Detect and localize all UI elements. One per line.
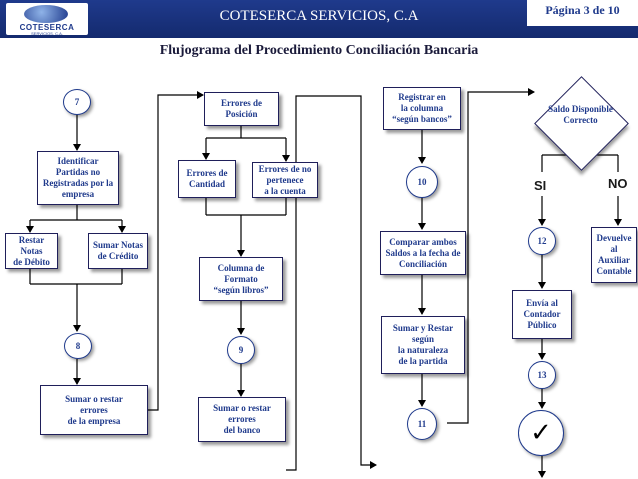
page-title: Flujograma del Procedimiento Conciliació… bbox=[159, 43, 479, 58]
connector-7: 7 bbox=[63, 89, 91, 115]
label-no: NO bbox=[608, 176, 628, 191]
box-devuelve-auxiliar: Devuelve al Auxiliar Contable bbox=[591, 227, 637, 283]
arrow-col2-to-col3 bbox=[286, 95, 377, 471]
box-restar-notas-debito: Restar Notas de Débito bbox=[5, 233, 58, 269]
decision-label: Saldo Disponible Correcto bbox=[548, 104, 613, 125]
box-comparar-saldos: Comparar ambos Saldos a la fecha de Conc… bbox=[380, 231, 466, 275]
arrow-col3-to-col4 bbox=[447, 88, 535, 424]
box-columna-formato: Columna de Formato “según libros” bbox=[199, 257, 283, 301]
check-icon: ✓ bbox=[518, 410, 564, 456]
box-errores-no-pertenece: Errores de no pertenece a la cuenta bbox=[252, 162, 318, 198]
connector-11: 11 bbox=[407, 408, 437, 440]
connector-10: 10 bbox=[406, 166, 438, 198]
connector-13: 13 bbox=[528, 361, 556, 389]
logo-subtext: SERVICIOS, C.A. bbox=[31, 31, 63, 36]
box-errores-cantidad: Errores de Cantidad bbox=[178, 160, 236, 198]
logo-text: COTESERCA bbox=[19, 23, 75, 32]
globe-icon bbox=[24, 5, 68, 23]
box-sumar-restar-errores-banco: Sumar o restar errores del banco bbox=[198, 397, 286, 442]
connector-9: 9 bbox=[227, 336, 255, 364]
header-bar: COTESERCA SERVICIOS, C.A. COTESERCA SERV… bbox=[0, 0, 638, 38]
box-identificar-partidas: Identificar Partidas no Registradas por … bbox=[37, 151, 119, 205]
label-si: SI bbox=[534, 178, 547, 193]
box-sumar-notas-credito: Sumar Notas de Crédito bbox=[88, 233, 148, 269]
connector-8: 8 bbox=[64, 333, 92, 359]
company-logo: COTESERCA SERVICIOS, C.A. bbox=[6, 3, 88, 36]
page-number: Página 3 de 10 bbox=[527, 0, 638, 26]
box-errores-posicion: Errores de Posición bbox=[204, 92, 279, 126]
company-name: COTESERCA SERVICIOS, C.A bbox=[219, 8, 419, 24]
box-sumar-restar-naturaleza: Sumar y Restar según la naturaleza de la… bbox=[381, 316, 465, 374]
box-registrar-columna-bancos: Registrar en la columna “según bancos” bbox=[383, 87, 461, 130]
connector-12: 12 bbox=[528, 227, 556, 255]
decision-saldo-disponible: Saldo Disponible Correcto bbox=[534, 76, 629, 171]
box-sumar-restar-errores-empresa: Sumar o restar errores de la empresa bbox=[40, 385, 148, 435]
arrow-col1-to-col2 bbox=[148, 91, 204, 411]
box-envia-contador: Envía al Contador Público bbox=[512, 290, 572, 339]
